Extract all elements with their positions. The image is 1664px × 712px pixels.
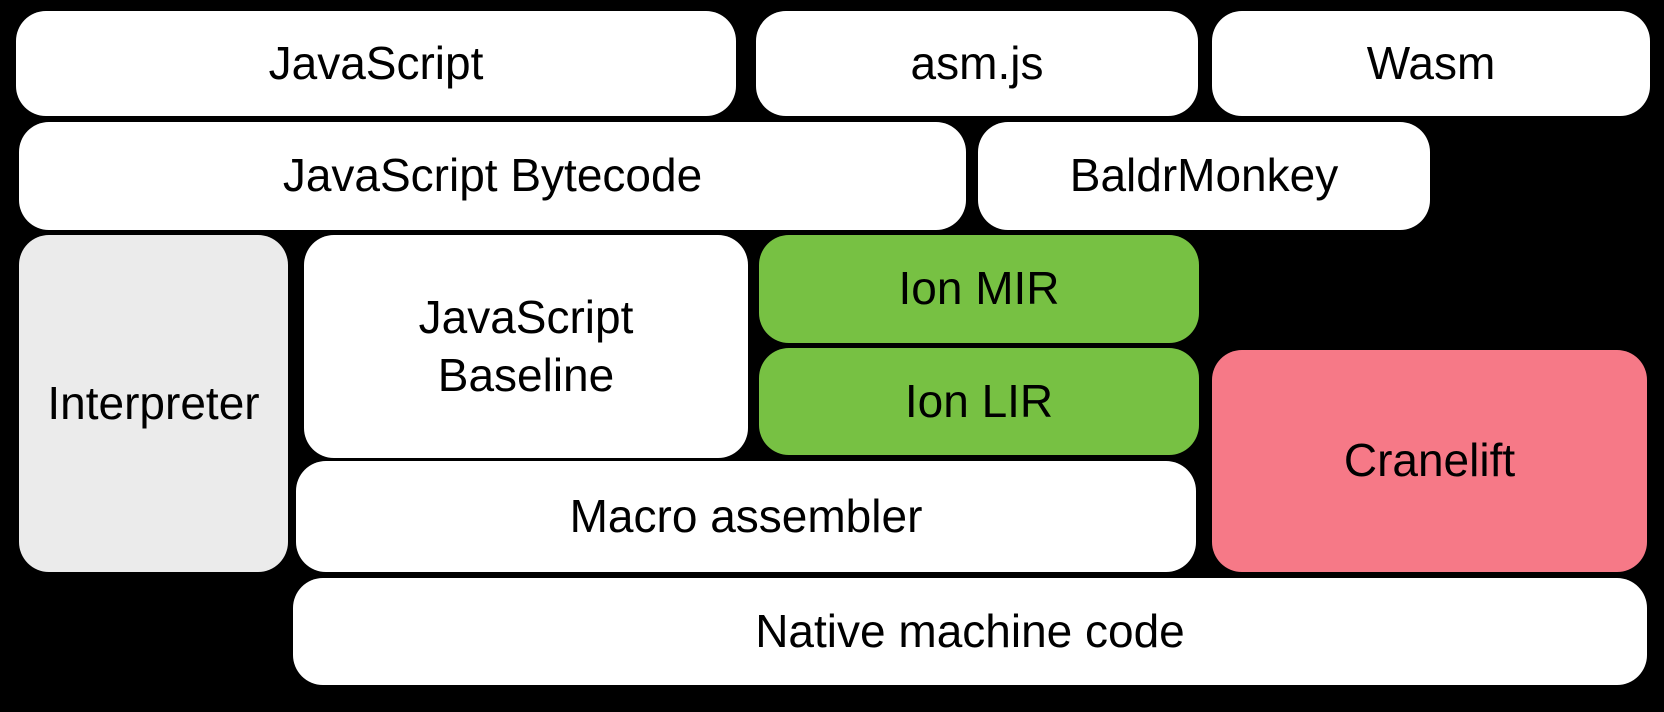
box-ion-lir: Ion LIR <box>759 348 1199 455</box>
box-javascript-baseline-label: JavaScript Baseline <box>418 291 634 401</box>
box-native-machine-code-label: Native machine code <box>755 604 1185 657</box>
box-wasm: Wasm <box>1212 11 1650 116</box>
box-javascript: JavaScript <box>16 11 736 116</box>
box-javascript-baseline: JavaScript Baseline <box>304 235 748 458</box>
box-macro-assembler: Macro assembler <box>296 461 1196 572</box>
box-ion-lir-label: Ion LIR <box>904 374 1054 427</box>
box-wasm-label: Wasm <box>1366 36 1496 89</box>
box-cranelift-label: Cranelift <box>1343 434 1516 487</box>
box-baldrmonkey: BaldrMonkey <box>978 122 1430 230</box>
box-javascript-bytecode-label: JavaScript Bytecode <box>282 149 703 202</box>
box-javascript-bytecode: JavaScript Bytecode <box>19 122 966 230</box>
box-baldrmonkey-label: BaldrMonkey <box>1069 149 1339 202</box>
box-ion-mir-label: Ion MIR <box>898 262 1060 315</box>
box-macro-assembler-label: Macro assembler <box>569 489 923 542</box>
box-asmjs-label: asm.js <box>910 36 1044 89</box>
box-interpreter-label: Interpreter <box>47 376 260 429</box>
box-javascript-label: JavaScript <box>268 36 484 89</box>
box-interpreter: Interpreter <box>19 235 288 572</box>
box-ion-mir: Ion MIR <box>759 235 1199 343</box>
box-native-machine-code: Native machine code <box>293 578 1647 685</box>
box-cranelift: Cranelift <box>1212 350 1647 572</box>
box-asmjs: asm.js <box>756 11 1198 116</box>
